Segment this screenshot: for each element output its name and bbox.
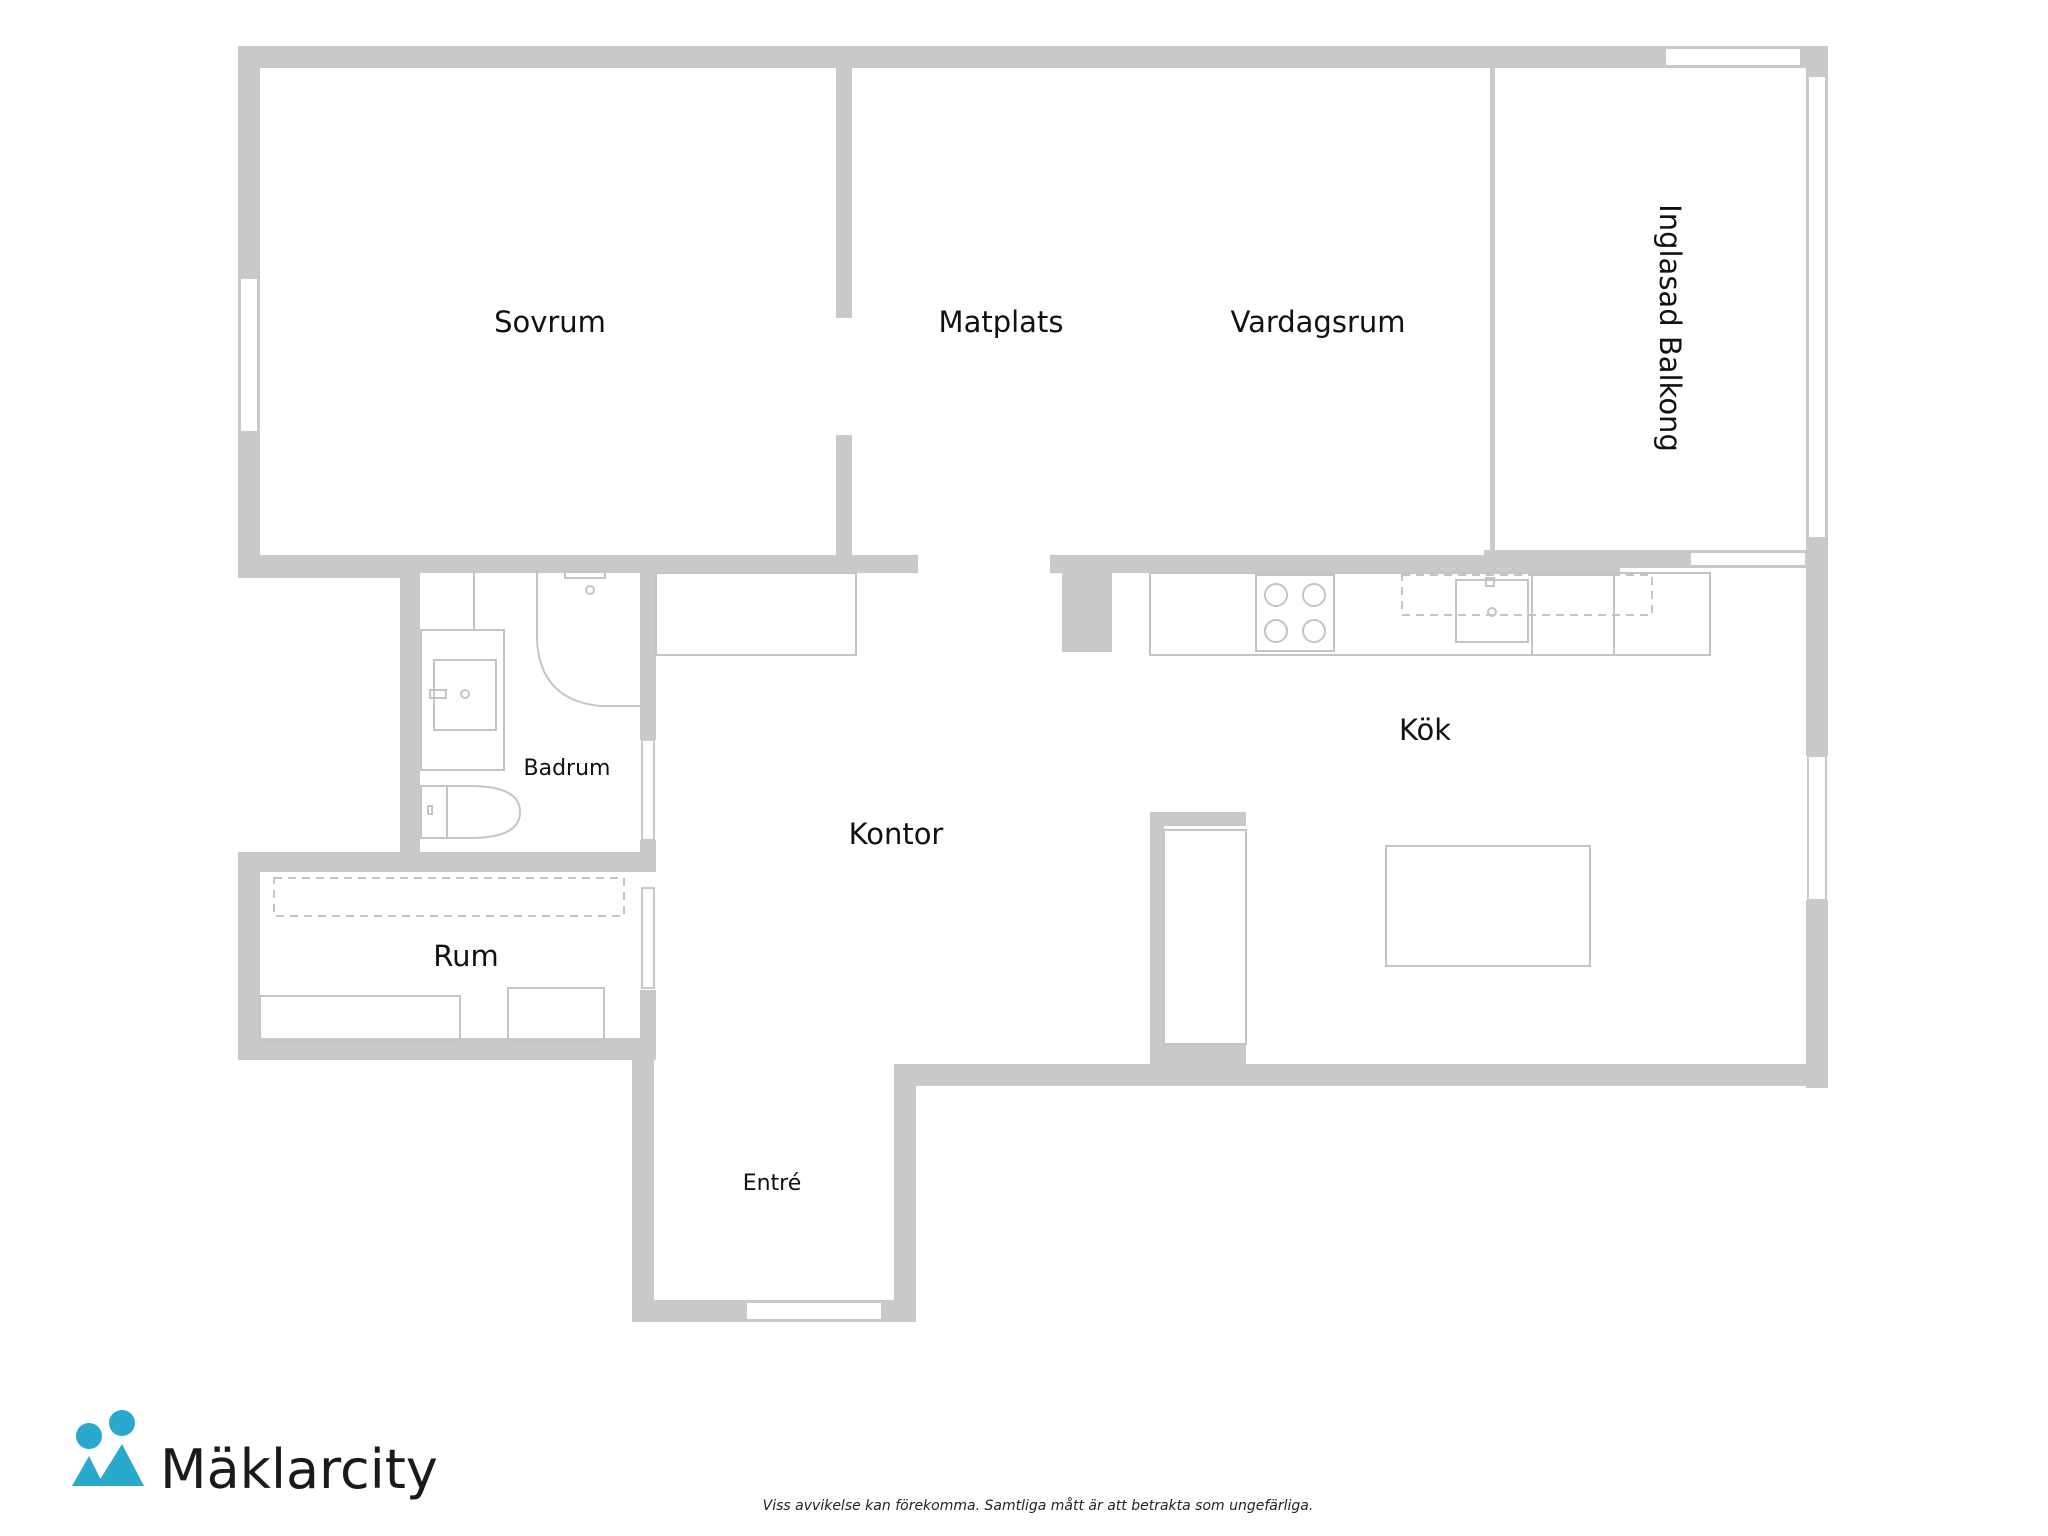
brand-name: Mäklarcity xyxy=(160,1438,438,1501)
room-label-kok: Kök xyxy=(1399,713,1451,747)
room-label-badrum: Badrum xyxy=(524,756,611,781)
door-openings xyxy=(838,318,1050,573)
people-icon xyxy=(72,1410,144,1486)
room-label-balkong: Inglasad Balkong xyxy=(1653,204,1687,452)
walls xyxy=(238,46,1828,1322)
room-label-kontor: Kontor xyxy=(849,817,944,851)
room-label-sovrum: Sovrum xyxy=(494,305,606,339)
room-label-entre: Entré xyxy=(743,1171,802,1196)
room-label-rum: Rum xyxy=(433,939,498,973)
disclaimer-text: Viss avvikelse kan förekomma. Samtliga m… xyxy=(763,1497,1314,1514)
room-label-matplats: Matplats xyxy=(939,305,1064,339)
fixtures xyxy=(259,570,1711,1045)
brand-logo: Mäklarcity xyxy=(72,1410,438,1501)
room-labels: Sovrum Matplats Vardagsrum Inglasad Balk… xyxy=(433,204,1687,1196)
windows xyxy=(239,47,1827,1321)
room-label-vardagsrum: Vardagsrum xyxy=(1230,305,1405,339)
